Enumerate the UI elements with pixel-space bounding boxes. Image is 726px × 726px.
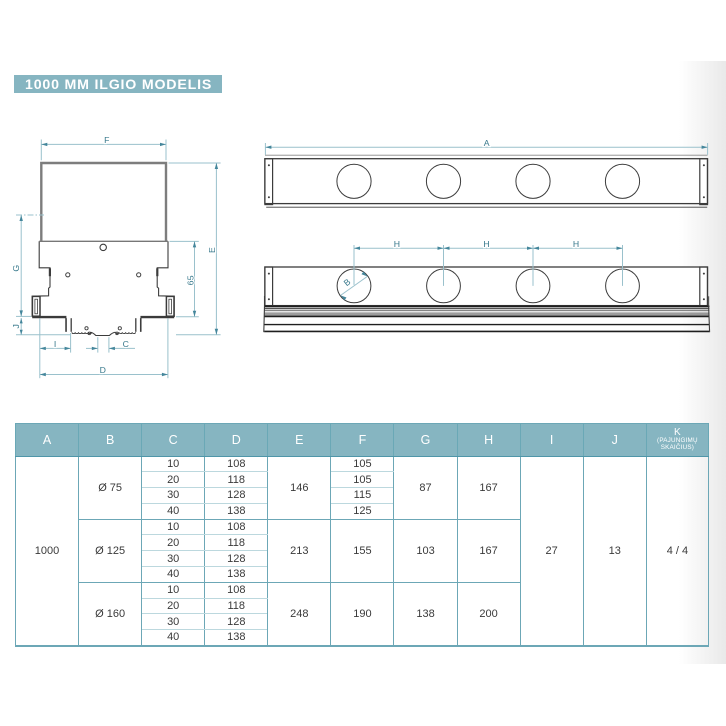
svg-text:65: 65 (185, 275, 195, 285)
svg-text:C: C (123, 339, 129, 349)
svg-text:J: J (11, 324, 21, 329)
svg-text:F: F (104, 135, 110, 145)
svg-text:A: A (484, 138, 490, 148)
svg-text:G: G (11, 265, 21, 272)
svg-text:E: E (207, 247, 217, 253)
svg-text:H: H (394, 239, 400, 249)
svg-text:H: H (573, 239, 579, 249)
svg-text:H: H (483, 239, 489, 249)
svg-text:D: D (100, 365, 106, 375)
svg-text:I: I (54, 339, 57, 349)
